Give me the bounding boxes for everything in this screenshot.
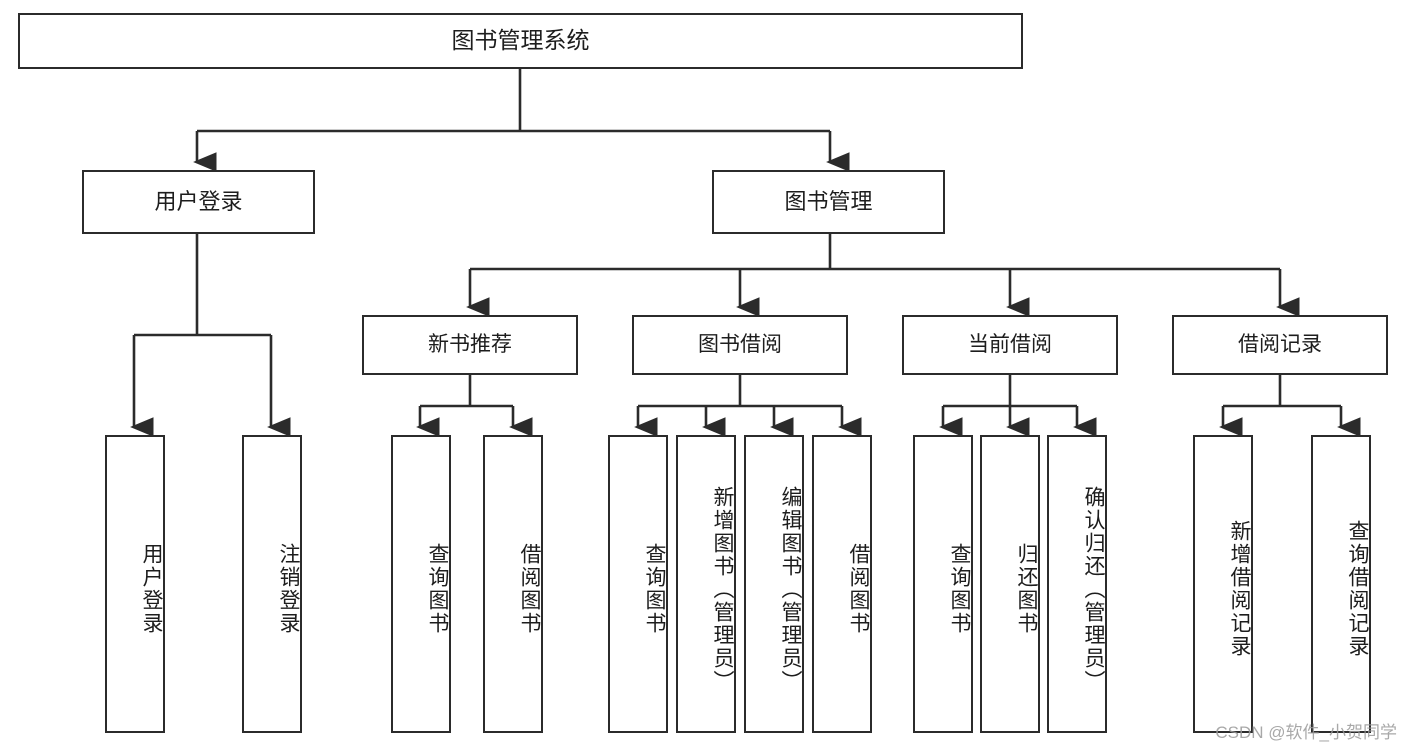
node-book-management[interactable]: 图书管理 <box>712 170 945 234</box>
node-label: 借阅图书 <box>847 543 870 635</box>
leaf-recommend-borrow-book[interactable]: 借阅图书 <box>483 435 543 733</box>
node-new-book-recommend[interactable]: 新书推荐 <box>362 315 578 375</box>
node-label: 编辑图书（管理员） <box>779 485 802 693</box>
leaf-current-query-book[interactable]: 查询图书 <box>913 435 973 733</box>
node-label: 确认归还（管理员） <box>1082 485 1105 693</box>
node-label: 用户登录 <box>140 543 163 635</box>
leaf-record-query-record[interactable]: 查询借阅记录 <box>1311 435 1371 733</box>
node-current-borrow[interactable]: 当前借阅 <box>902 315 1118 375</box>
leaf-current-confirm-return-admin[interactable]: 确认归还（管理员） <box>1047 435 1107 733</box>
leaf-user-login-logout[interactable]: 注销登录 <box>242 435 302 733</box>
node-user-login[interactable]: 用户登录 <box>82 170 315 234</box>
leaf-current-return-book[interactable]: 归还图书 <box>980 435 1040 733</box>
node-borrow-record[interactable]: 借阅记录 <box>1172 315 1388 375</box>
leaf-recommend-query-book[interactable]: 查询图书 <box>391 435 451 733</box>
node-label: 查询图书 <box>948 543 971 635</box>
node-label: 借阅图书 <box>518 543 541 635</box>
leaf-borrow-add-book-admin[interactable]: 新增图书（管理员） <box>676 435 736 733</box>
node-label: 查询借阅记录 <box>1346 520 1369 658</box>
node-label: 图书管理系统 <box>451 27 590 54</box>
leaf-borrow-query-book[interactable]: 查询图书 <box>608 435 668 733</box>
node-label: 查询图书 <box>643 543 666 635</box>
node-book-borrow[interactable]: 图书借阅 <box>632 315 848 375</box>
node-label: 图书管理 <box>784 189 873 215</box>
node-root-system[interactable]: 图书管理系统 <box>18 13 1023 69</box>
node-label: 新增借阅记录 <box>1228 520 1251 658</box>
node-label: 借阅记录 <box>1238 332 1322 356</box>
leaf-record-add-record[interactable]: 新增借阅记录 <box>1193 435 1253 733</box>
leaf-borrow-edit-book-admin[interactable]: 编辑图书（管理员） <box>744 435 804 733</box>
leaf-borrow-borrow-book[interactable]: 借阅图书 <box>812 435 872 733</box>
node-label: 注销登录 <box>277 543 300 635</box>
node-label: 新书推荐 <box>428 332 512 356</box>
node-label: 归还图书 <box>1015 543 1038 635</box>
watermark: CSDN @软件_小贺同学 <box>1215 723 1397 742</box>
leaf-user-login-login[interactable]: 用户登录 <box>105 435 165 733</box>
node-label: 当前借阅 <box>968 332 1052 356</box>
node-label: 图书借阅 <box>698 332 782 356</box>
node-label: 查询图书 <box>426 543 449 635</box>
node-label: 用户登录 <box>154 189 243 215</box>
node-label: 新增图书（管理员） <box>711 485 734 693</box>
